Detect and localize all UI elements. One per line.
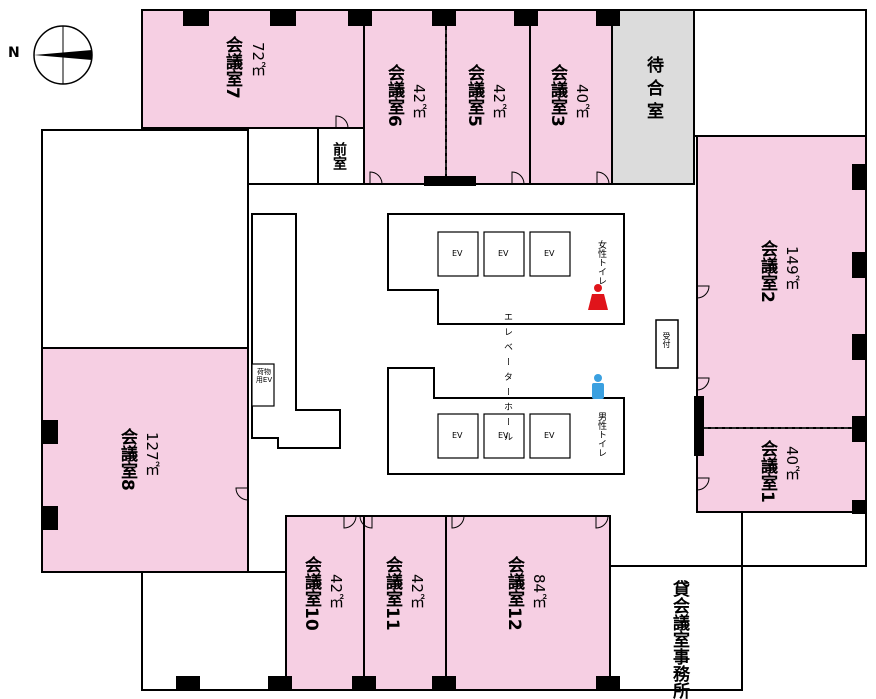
room-1-name: 会議室1 xyxy=(757,440,777,503)
women-toilet-label: 女性トイレ xyxy=(596,240,606,285)
elevator-5[interactable] xyxy=(483,413,525,459)
room-8[interactable] xyxy=(41,347,249,573)
elevator-4-label: EV xyxy=(452,431,463,440)
room-8-name: 会議室8 xyxy=(117,428,137,491)
room-12-area: 84㎡ xyxy=(530,574,548,609)
room-6[interactable] xyxy=(363,9,447,185)
reception-desk[interactable] xyxy=(655,319,679,369)
room-11-name: 会議室11 xyxy=(382,556,402,631)
waiting-room-name: 待 合 室 xyxy=(643,56,663,119)
shaft-west xyxy=(41,129,249,349)
anteroom-name: 前室 xyxy=(331,142,347,170)
room-7-area: 72㎡ xyxy=(249,42,267,77)
compass-north-label: N xyxy=(8,45,20,61)
elevator-2-label: EV xyxy=(498,249,509,258)
elevator-3-label: EV xyxy=(544,249,555,258)
elevator-6[interactable] xyxy=(529,413,571,459)
elevator-3[interactable] xyxy=(529,231,571,277)
room-2-area: 149㎡ xyxy=(783,246,801,290)
room-12[interactable] xyxy=(445,515,611,691)
room-11-area: 42㎡ xyxy=(408,574,426,609)
room-1-area: 40㎡ xyxy=(783,446,801,481)
room-2-name: 会議室2 xyxy=(757,240,777,303)
storage-ne xyxy=(693,9,867,137)
room-6-area: 42㎡ xyxy=(410,84,428,119)
doors xyxy=(235,115,710,529)
room-5-area: 42㎡ xyxy=(490,84,508,119)
storage-se xyxy=(741,511,867,567)
room-10-area: 42㎡ xyxy=(327,574,345,609)
freight-elevator-label: 荷物用EV xyxy=(255,368,273,385)
reception-label: 受付 xyxy=(662,332,671,348)
block-nw xyxy=(247,127,319,185)
elevator-hall-label: エレベーターホール xyxy=(502,312,512,447)
office[interactable] xyxy=(609,565,743,691)
room-5[interactable] xyxy=(445,9,531,185)
elevator-1-label: EV xyxy=(452,249,463,258)
men-toilet-icon xyxy=(592,374,604,399)
elevator-4[interactable] xyxy=(437,413,479,459)
room-2[interactable] xyxy=(696,135,867,429)
room-3-area: 40㎡ xyxy=(573,84,591,119)
men-toilet-label: 男性トイレ xyxy=(596,412,606,457)
anteroom[interactable] xyxy=(317,127,365,185)
room-10[interactable] xyxy=(285,515,365,691)
office-name: 貸会議室事務所 xyxy=(669,580,689,699)
structural-columns xyxy=(42,10,866,690)
room-12-name: 会議室12 xyxy=(504,556,524,631)
room-8-area: 127㎡ xyxy=(143,432,161,476)
elevator-2[interactable] xyxy=(483,231,525,277)
room-3-name: 会議室3 xyxy=(547,64,567,127)
women-toilet-icon xyxy=(588,284,608,310)
room-7-name: 会議室7 xyxy=(222,36,242,99)
room-1[interactable] xyxy=(696,427,867,513)
room-10-name: 会議室10 xyxy=(301,556,321,631)
room-3[interactable] xyxy=(529,9,613,185)
room-6-name: 会議室6 xyxy=(384,64,404,127)
room-11[interactable] xyxy=(363,515,447,691)
elevator-6-label: EV xyxy=(544,431,555,440)
room-5-name: 会議室5 xyxy=(464,64,484,127)
compass-icon xyxy=(33,25,93,85)
elevator-5-label: EV xyxy=(498,431,509,440)
storage-sw xyxy=(141,571,287,691)
elevator-1[interactable] xyxy=(437,231,479,277)
room-7[interactable] xyxy=(141,9,365,129)
freight-elevator[interactable] xyxy=(251,363,275,407)
